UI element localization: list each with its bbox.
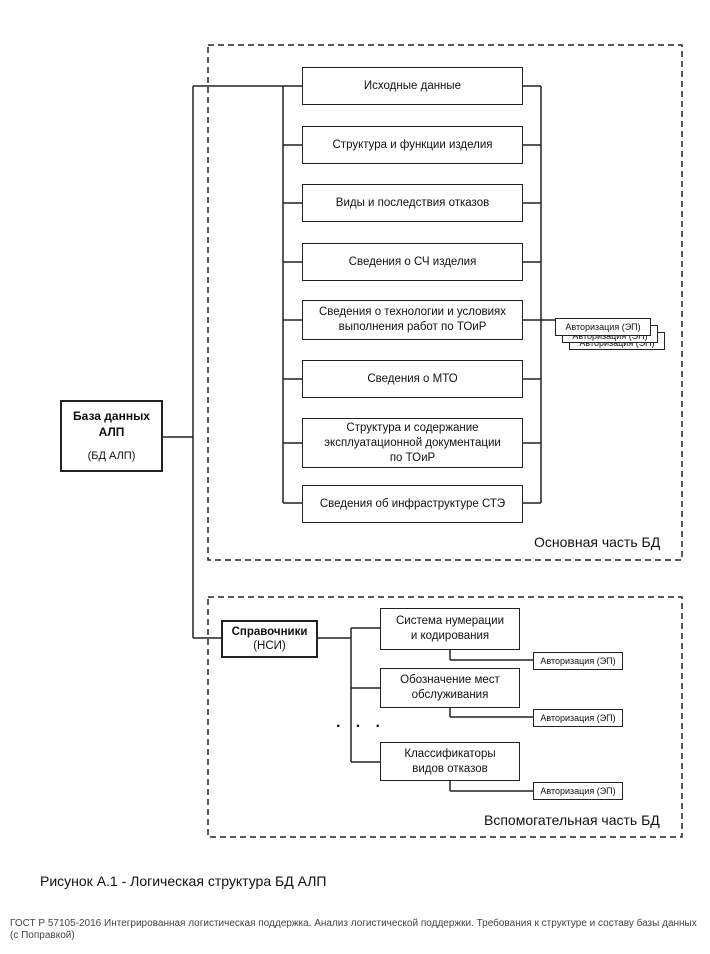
authorization-box-stack-1: Авторизация (ЭП) — [555, 318, 651, 336]
main-item-source-data: Исходные данные — [302, 67, 523, 105]
ellipsis: · · · — [336, 718, 386, 735]
reference-title: Справочники — [231, 626, 308, 638]
main-item-documentation: Структура и содержание эксплуатационной … — [302, 418, 523, 468]
database-title: База данных АЛП — [73, 409, 150, 439]
main-part-border — [207, 44, 683, 561]
aux-item-numbering: Система нумерации и кодирования — [380, 608, 520, 650]
reference-box: Справочники (НСИ) — [221, 620, 318, 658]
main-item-components: Сведения о СЧ изделия — [302, 243, 523, 281]
aux-authorization-1: Авторизация (ЭП) — [533, 652, 623, 670]
main-part-label: Основная часть БД — [534, 534, 661, 550]
aux-item-failure-classifiers: Классификаторы видов отказов — [380, 742, 520, 781]
database-subtitle: (БД АЛП) — [87, 450, 136, 462]
source-note: ГОСТ Р 57105-2016 Интегрированная логист… — [10, 918, 697, 941]
main-item-technology: Сведения о технологии и условиях выполне… — [302, 300, 523, 340]
main-item-mto: Сведения о МТО — [302, 360, 523, 398]
aux-part-label: Вспомогательная часть БД — [484, 812, 660, 828]
aux-part-border — [207, 596, 683, 838]
figure-caption: Рисунок А.1 - Логическая структура БД АЛ… — [40, 873, 327, 889]
aux-authorization-2: Авторизация (ЭП) — [533, 709, 623, 727]
reference-subtitle: (НСИ) — [253, 640, 286, 652]
aux-item-service-locations: Обозначение мест обслуживания — [380, 668, 520, 708]
main-item-failure-modes: Виды и последствия отказов — [302, 184, 523, 222]
main-item-product-structure: Структура и функции изделия — [302, 126, 523, 164]
aux-authorization-3: Авторизация (ЭП) — [533, 782, 623, 800]
main-item-infrastructure: Сведения об инфраструктуре СТЭ — [302, 485, 523, 523]
database-box: База данных АЛП (БД АЛП) — [60, 400, 163, 472]
